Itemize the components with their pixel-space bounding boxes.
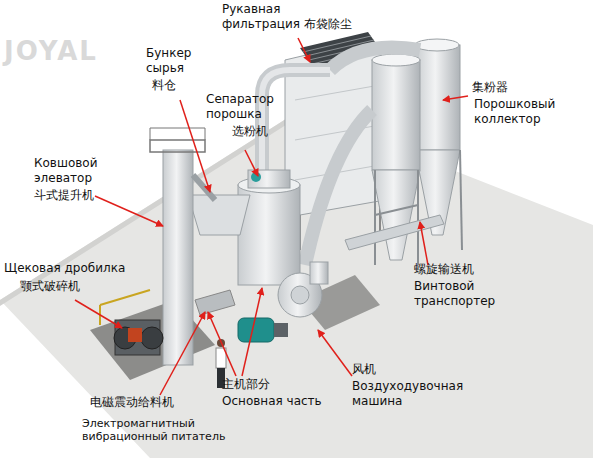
part-label: 螺旋输送机 xyxy=(414,262,504,277)
leader-lines xyxy=(75,38,468,395)
part-label: Воздуходувочная машина xyxy=(352,379,472,409)
watermark: JOYAL xyxy=(4,36,124,66)
part-label: 风机 xyxy=(352,362,402,377)
part-label: 集粉器 xyxy=(472,80,532,95)
part-label: Бункер сырья xyxy=(146,46,204,76)
part-label: Ковшовой элеватор xyxy=(34,156,114,186)
part-label: 电磁震动给料机 xyxy=(90,395,210,410)
part-label: 主机部分 xyxy=(222,377,302,392)
crusher-pit xyxy=(90,300,215,380)
part-label: 料仓 xyxy=(152,78,192,93)
part-label: Щековая дробилка xyxy=(4,261,154,276)
part-label: 布袋除尘 xyxy=(304,17,374,32)
part-label: Электромагнитный вибрационный питатель xyxy=(82,417,252,443)
pipe xyxy=(262,70,330,175)
part-label: Сепаратор порошка xyxy=(206,92,282,122)
part-label: Порошковый коллектор xyxy=(474,97,564,127)
part-label: 斗式提升机 xyxy=(34,188,114,203)
bucket-elevator xyxy=(163,150,193,365)
separator xyxy=(248,170,290,188)
screw-conveyor xyxy=(345,215,444,250)
vibratory-feeder xyxy=(195,290,235,315)
part-label: Винтовой транспортер xyxy=(414,279,506,309)
pipe xyxy=(305,110,372,265)
hopper xyxy=(188,195,250,235)
part-label: Рукавная фильтрация xyxy=(222,2,304,32)
part-label: 颚式破碎机 xyxy=(20,279,110,294)
cyclone-front xyxy=(372,60,420,170)
cyclone-back xyxy=(415,45,460,150)
part-label: Основная часть xyxy=(222,394,352,409)
motor xyxy=(238,318,274,342)
part-label: 选粉机 xyxy=(232,124,282,139)
